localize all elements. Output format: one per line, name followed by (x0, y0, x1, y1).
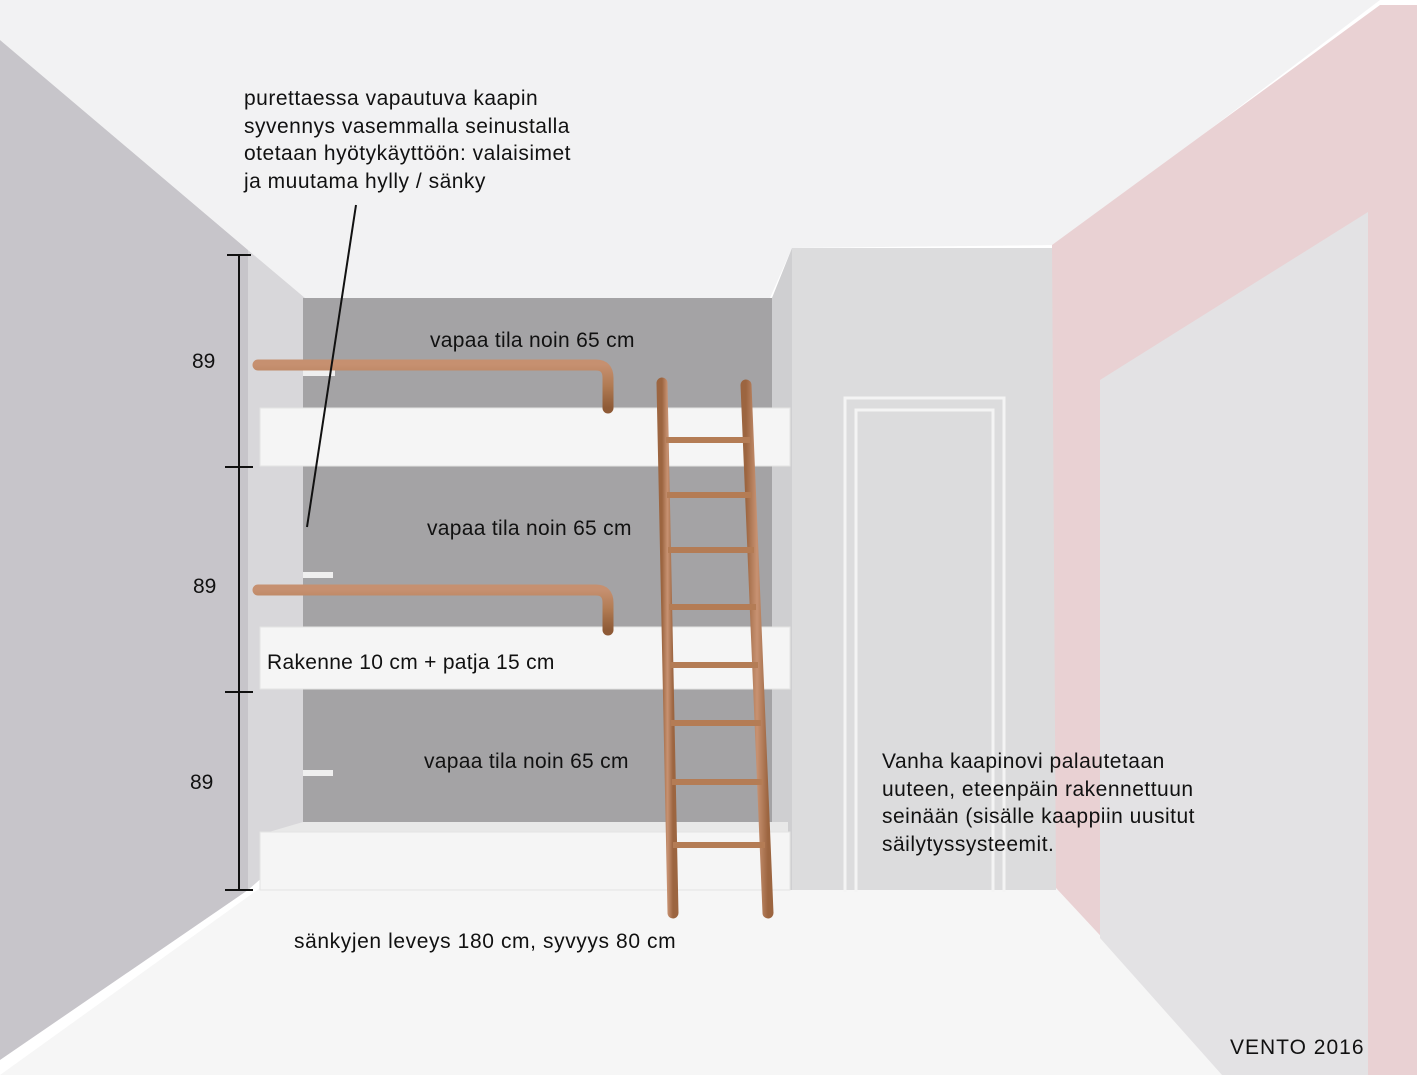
structure-label: Rakenne 10 cm + patja 15 cm (267, 651, 555, 674)
ladder (656, 377, 774, 919)
ceiling (0, 0, 1380, 298)
bed-middle (259, 626, 791, 690)
bed-rail-middle (252, 584, 614, 636)
door-wall-side (772, 248, 792, 890)
left-wall (0, 40, 248, 1060)
door-note: Vanha kaapinovi palautetaan uuteen, etee… (882, 748, 1195, 858)
door-note-line: säilytyssysteemit. (882, 832, 1055, 856)
side-shelf (303, 770, 333, 776)
alcove-side-wall (248, 250, 305, 890)
alcove-back-wall (303, 298, 775, 848)
door-note-line: seinään (sisälle kaappiin uusitut (882, 805, 1196, 828)
side-shelf (303, 572, 333, 578)
door-frame-outer (843, 396, 1006, 892)
bed-bottom-top-face (262, 822, 788, 834)
bed-rail-top (252, 359, 614, 414)
floor (0, 888, 1230, 1075)
annotation-leader-line (306, 204, 357, 528)
side-shelf (303, 370, 335, 376)
free-space-label-middle: vapaa tila noin 65 cm (427, 517, 632, 540)
alcove-note-line: syvennys vasemmalla seinustalla (244, 114, 570, 138)
bed-size-label: sänkyjen leveys 180 cm, syvyys 80 cm (294, 930, 677, 953)
door-frame-inner (854, 408, 995, 892)
door-wall (792, 248, 1056, 890)
dimension-line (225, 254, 253, 891)
right-wall-panel (1100, 212, 1368, 1075)
alcove-note-line: purettaessa vapautuva kaapin (244, 87, 539, 110)
door-note-line: Vanha kaapinovi palautetaan (882, 750, 1165, 773)
bed-bottom (259, 831, 791, 891)
dimension-label-middle: 89 (193, 575, 217, 598)
dimension-label-bottom: 89 (190, 771, 214, 794)
dimension-label-top: 89 (192, 350, 216, 373)
free-space-label-top: vapaa tila noin 65 cm (430, 329, 635, 352)
free-space-label-bottom: vapaa tila noin 65 cm (424, 750, 629, 773)
bed-top (259, 407, 791, 467)
door-note-line: uuteen, eteenpäin rakennettuun (882, 777, 1194, 801)
alcove-note-line: ja muutama hylly / sänky (244, 169, 486, 193)
alcove-note-line: otetaan hyötykäyttöön: valaisimet (244, 142, 572, 165)
alcove-note: purettaessa vapautuva kaapin syvennys va… (244, 85, 571, 195)
credit-label: VENTO 2016 (1230, 1036, 1365, 1059)
